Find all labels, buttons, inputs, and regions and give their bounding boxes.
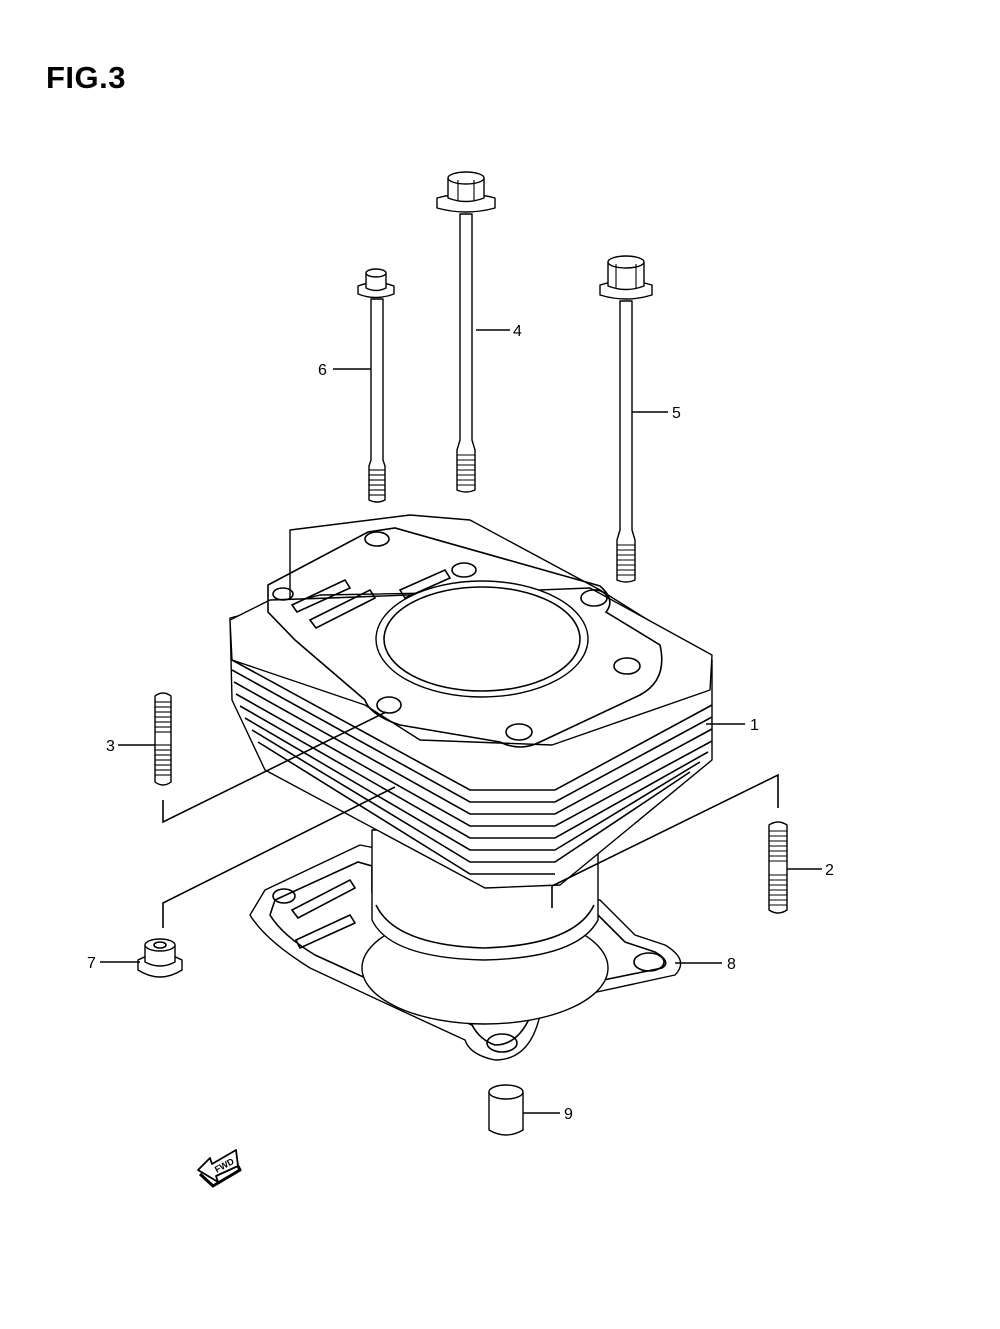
callout-8: 8 xyxy=(727,956,736,973)
part-2-stud-bolt[interactable] xyxy=(768,821,788,914)
forward-arrow-icon: FWD xyxy=(197,1149,242,1188)
callout-6: 6 xyxy=(318,362,327,379)
callout-5: 5 xyxy=(672,405,681,422)
part-1-cooling-fins xyxy=(231,659,713,875)
figure-title: FIG.3 xyxy=(46,60,127,95)
leader-lines xyxy=(100,329,822,1114)
callout-4: 4 xyxy=(513,323,522,340)
callout-7: 7 xyxy=(87,955,96,972)
callout-labels: 1 2 3 4 5 6 7 8 9 xyxy=(87,323,834,1123)
callout-1: 1 xyxy=(750,717,759,734)
part-5-cylinder-bolt[interactable] xyxy=(599,255,653,583)
part-3-stud-bolt[interactable] xyxy=(154,692,172,786)
part-2-thread xyxy=(769,830,787,906)
part-4-thread xyxy=(457,454,475,486)
callout-3: 3 xyxy=(106,738,115,755)
callout-9: 9 xyxy=(564,1106,573,1123)
part-7-flange-nut[interactable] xyxy=(137,938,183,978)
part-9-dowel-pin[interactable] xyxy=(488,1084,524,1136)
part-4-cylinder-bolt[interactable] xyxy=(436,171,496,493)
part-3-thread xyxy=(155,701,171,776)
callout-2: 2 xyxy=(825,862,834,879)
part-6-cylinder-bolt[interactable] xyxy=(357,268,395,503)
part-6-thread xyxy=(369,469,385,496)
part-5-thread xyxy=(617,544,635,576)
part-1-cylinder[interactable] xyxy=(229,514,713,961)
